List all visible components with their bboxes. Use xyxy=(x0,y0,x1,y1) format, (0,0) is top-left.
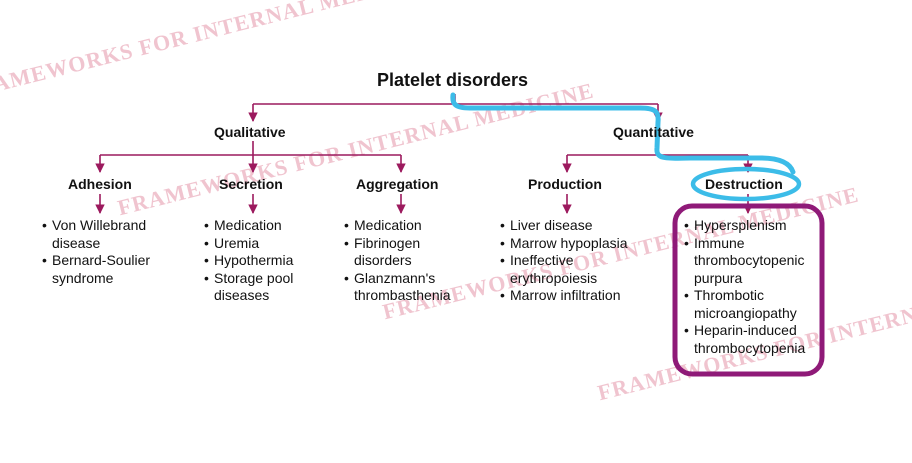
list-item: Medication xyxy=(204,217,314,235)
node-destruction: Destruction xyxy=(705,176,783,192)
list-item: Liver disease xyxy=(500,217,660,235)
node-qualitative: Qualitative xyxy=(214,124,286,140)
destruction-list: Hypersplenism Immune thrombocytopenic pu… xyxy=(684,217,818,357)
list-item: Ineffective erythropoiesis xyxy=(500,252,660,287)
list-item: Glanzmann's thrombasthenia xyxy=(344,270,464,305)
list-item: Uremia xyxy=(204,235,314,253)
list-item: Hypersplenism xyxy=(684,217,818,235)
list-item: Hypothermia xyxy=(204,252,314,270)
node-quantitative: Quantitative xyxy=(613,124,694,140)
list-item: Fibrinogen disorders xyxy=(344,235,464,270)
node-production: Production xyxy=(528,176,602,192)
list-item: Marrow hypoplasia xyxy=(500,235,660,253)
page-title: Platelet disorders xyxy=(377,70,529,90)
highlight-path-blue xyxy=(450,92,796,175)
adhesion-list: Von Willebrand disease Bernard-Soulier s… xyxy=(42,217,172,287)
node-secretion: Secretion xyxy=(219,176,283,192)
list-item: Heparin-induced thrombocytopenia xyxy=(684,322,818,357)
list-item: Bernard-Soulier syndrome xyxy=(42,252,172,287)
highlight-box-purple xyxy=(672,203,825,377)
list-item: Von Willebrand disease xyxy=(42,217,172,252)
highlight-circle-blue xyxy=(690,166,802,202)
production-list: Liver disease Marrow hypoplasia Ineffect… xyxy=(500,217,660,305)
aggregation-list: Medication Fibrinogen disorders Glanzman… xyxy=(344,217,464,305)
list-item: Thrombotic microangiopathy xyxy=(684,287,818,322)
list-item: Marrow infiltration xyxy=(500,287,660,305)
node-adhesion: Adhesion xyxy=(68,176,132,192)
list-item: Storage pool diseases xyxy=(204,270,314,305)
list-item: Medication xyxy=(344,217,464,235)
list-item: Immune thrombocytopenic purpura xyxy=(684,235,818,288)
secretion-list: Medication Uremia Hypothermia Storage po… xyxy=(204,217,314,305)
node-aggregation: Aggregation xyxy=(356,176,439,192)
